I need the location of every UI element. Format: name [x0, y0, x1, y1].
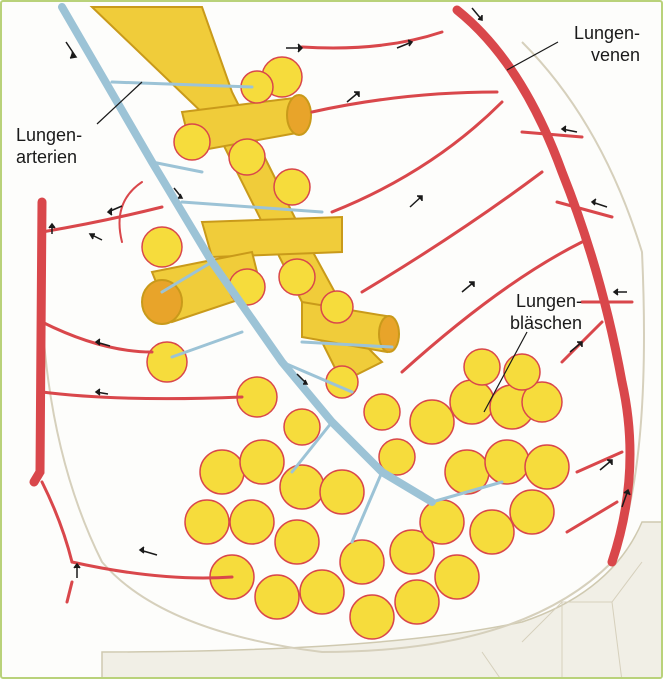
- label-lungenblaeschen: Lungen- bläschen: [482, 290, 582, 334]
- label-lungenarterien: Lungen- arterien: [16, 124, 106, 168]
- label-lungenvenen: Lungen- venen: [550, 22, 640, 66]
- label-lungenblaeschen-line1: Lungen-: [482, 290, 582, 312]
- label-lungenvenen-line2: venen: [550, 44, 640, 66]
- label-lungenarterien-line1: Lungen-: [16, 124, 106, 146]
- label-lungenvenen-line1: Lungen-: [550, 22, 640, 44]
- label-lungenblaeschen-line2: bläschen: [482, 312, 582, 334]
- bronchi: [92, 7, 399, 382]
- label-lungenarterien-line2: arterien: [16, 146, 106, 168]
